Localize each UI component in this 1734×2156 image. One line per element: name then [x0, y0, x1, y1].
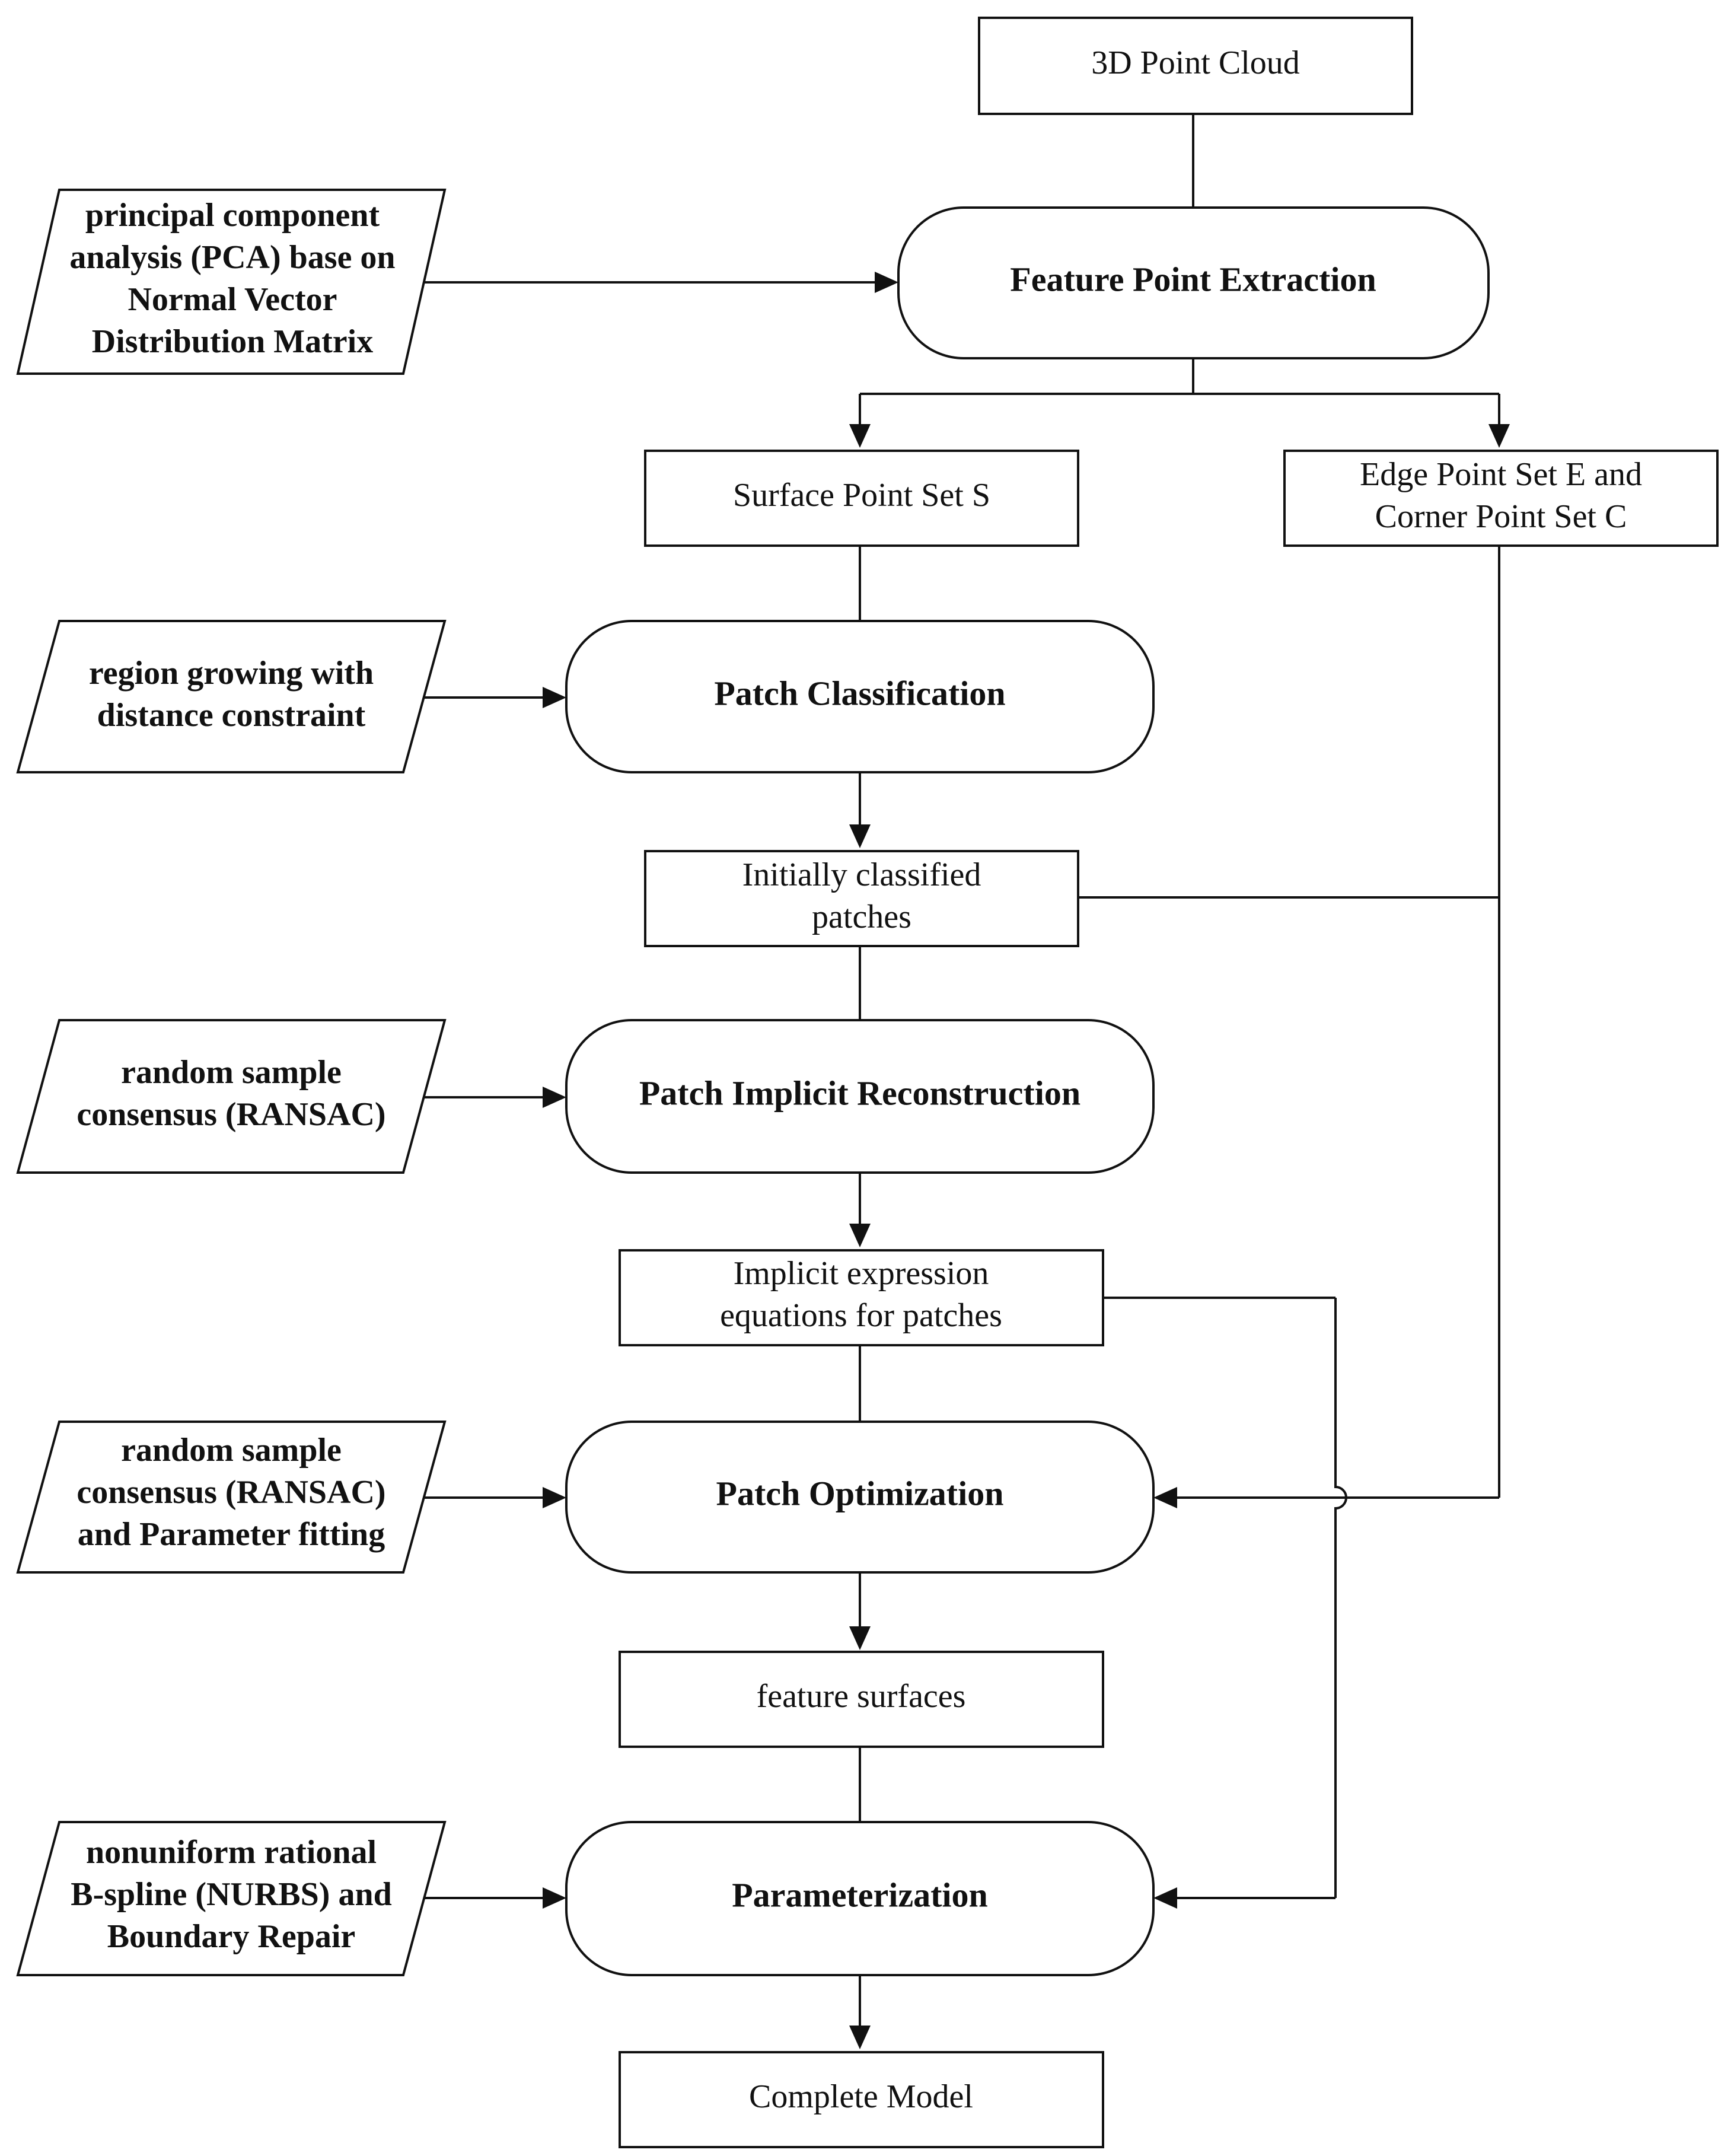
node-feature-surfaces-label: feature surfaces	[757, 1678, 966, 1715]
arrowhead	[1153, 1487, 1177, 1508]
node-implicit-equations-line1: Implicit expression	[734, 1255, 989, 1292]
method-region-growing-line1: region growing with	[89, 655, 374, 692]
method-pca-line2: analysis (PCA) base on	[69, 239, 395, 276]
arrowhead	[1488, 424, 1510, 448]
method-ransac-line2: consensus (RANSAC)	[76, 1096, 385, 1133]
node-surface-set: Surface Point Set S	[644, 450, 1079, 547]
arrowhead	[543, 687, 566, 708]
arrowhead	[875, 272, 898, 293]
arrowhead	[543, 1887, 566, 1909]
arrowhead	[543, 1087, 566, 1108]
node-surface-set-label: Surface Point Set S	[733, 477, 990, 514]
process-parameterization: Parameterization	[565, 1821, 1155, 1976]
node-edge-set: Edge Point Set E and Corner Point Set C	[1283, 450, 1719, 547]
node-complete-model: Complete Model	[619, 2051, 1104, 2148]
process-patch-optimization-label: Patch Optimization	[716, 1474, 1004, 1512]
node-edge-set-label-line1: Edge Point Set E and	[1360, 456, 1642, 493]
method-nurbs-line1: nonuniform rational	[86, 1834, 377, 1871]
method-nurbs-line2: B-spline (NURBS) and	[71, 1876, 391, 1913]
method-ransac-fitting-line1: random sample	[121, 1432, 342, 1469]
arrowhead	[849, 424, 871, 448]
process-parameterization-label: Parameterization	[732, 1875, 988, 1914]
method-pca: principal component analysis (PCA) base …	[16, 189, 447, 375]
method-ransac-fitting: random sample consensus (RANSAC) and Par…	[16, 1421, 447, 1574]
node-initial-patches-line1: Initially classified	[742, 856, 981, 893]
connector-implicit-bypass	[1334, 1298, 1347, 1898]
process-patch-optimization: Patch Optimization	[565, 1421, 1155, 1574]
method-ransac-line1: random sample	[121, 1054, 342, 1091]
method-nurbs-line3: Boundary Repair	[107, 1918, 356, 1955]
process-implicit-reconstruction-label: Patch Implicit Reconstruction	[639, 1074, 1080, 1112]
process-implicit-reconstruction: Patch Implicit Reconstruction	[565, 1019, 1155, 1174]
process-feature-extraction: Feature Point Extraction	[897, 206, 1490, 359]
process-feature-extraction-label: Feature Point Extraction	[1010, 260, 1376, 298]
node-feature-surfaces: feature surfaces	[619, 1651, 1104, 1748]
arrowhead	[543, 1487, 566, 1508]
node-initial-patches: Initially classified patches	[644, 850, 1079, 947]
method-pca-line3: Normal Vector	[128, 281, 337, 318]
method-nurbs: nonuniform rational B-spline (NURBS) and…	[16, 1821, 447, 1976]
node-complete-model-label: Complete Model	[749, 2078, 973, 2115]
arrowhead	[849, 1626, 871, 1650]
method-ransac-fitting-line2: consensus (RANSAC)	[76, 1474, 385, 1511]
node-implicit-equations-line2: equations for patches	[720, 1297, 1002, 1334]
method-ransac: random sample consensus (RANSAC)	[16, 1019, 447, 1174]
arrowhead	[1153, 1887, 1177, 1909]
arrowhead	[849, 2026, 871, 2049]
method-ransac-fitting-line3: and Parameter fitting	[78, 1516, 385, 1553]
method-region-growing: region growing with distance constraint	[16, 620, 447, 773]
node-point-cloud: 3D Point Cloud	[978, 17, 1413, 115]
connectors	[421, 114, 1510, 2049]
node-implicit-equations: Implicit expression equations for patche…	[619, 1249, 1104, 1346]
arrowhead	[849, 824, 871, 848]
process-patch-classification: Patch Classification	[565, 620, 1155, 773]
method-pca-line4: Distribution Matrix	[92, 323, 373, 360]
node-initial-patches-line2: patches	[812, 899, 911, 935]
method-region-growing-line2: distance constraint	[97, 697, 366, 734]
process-patch-classification-label: Patch Classification	[714, 674, 1005, 712]
arrowhead	[849, 1224, 871, 1247]
node-edge-set-label-line2: Corner Point Set C	[1375, 498, 1627, 535]
node-point-cloud-label: 3D Point Cloud	[1091, 44, 1300, 81]
method-pca-line1: principal component	[85, 197, 380, 234]
